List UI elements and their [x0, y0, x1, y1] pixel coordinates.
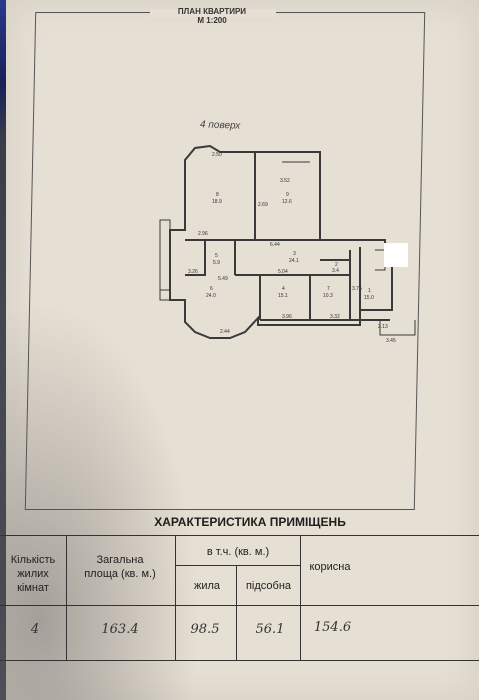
- dimension: 3.96: [282, 314, 292, 320]
- header-including: в т.ч. (кв. м.): [206, 546, 270, 558]
- value-living: 98.5: [190, 622, 220, 637]
- plan-room-wall: [255, 151, 321, 240]
- room-area: 24.0: [206, 293, 216, 299]
- header-useful: корисна: [309, 561, 351, 573]
- dimension: 2.50: [212, 152, 222, 158]
- white-patch: [384, 243, 408, 267]
- dimension: 2.69: [258, 202, 268, 208]
- value-auxiliary: 56.1: [255, 622, 285, 637]
- room-number: 2: [335, 262, 338, 268]
- value-total-area: 163.4: [101, 622, 139, 637]
- room-number: 8: [216, 192, 219, 198]
- room-number: 5: [215, 253, 218, 259]
- header-total-area: Загальна площа (кв. м.): [84, 554, 156, 580]
- document-sheet: [6, 0, 479, 700]
- room-number: 6: [210, 286, 213, 292]
- header-rooms: Кількість жилих кімнат: [10, 554, 56, 594]
- room-number: 7: [327, 286, 330, 292]
- value-useful: 154.6: [313, 620, 352, 635]
- plan-title: ПЛАН КВАРТИРИ: [177, 7, 247, 16]
- dimension: 3.45: [386, 338, 396, 344]
- plan-room-wall: [185, 240, 206, 276]
- room-area: 3.4: [332, 268, 339, 274]
- room-number: 1: [368, 288, 371, 294]
- room-number: 3: [293, 251, 296, 257]
- room-area: 5.9: [213, 260, 220, 266]
- characteristics-table: ХАРАКТЕРИСТИКА ПРИМІЩЕНЬ Кількість жилих…: [0, 505, 479, 700]
- room-area: 24.1: [289, 258, 299, 264]
- room-number: 9: [286, 192, 289, 198]
- value-rooms: 4: [30, 622, 40, 637]
- header-auxiliary: підсобна: [245, 580, 292, 592]
- dimension: 5.04: [278, 269, 288, 275]
- dimension: 2.13: [378, 324, 388, 330]
- photo-shadow: [0, 300, 200, 700]
- dimension: 2.96: [198, 231, 208, 237]
- room-area: 15.1: [278, 293, 288, 299]
- floor-label: 4 поверх: [199, 119, 241, 132]
- dimension: 5.49: [218, 276, 228, 282]
- room-area: 18.9: [212, 199, 222, 205]
- plan-balcony: [159, 219, 171, 301]
- dimension: 3.52: [280, 178, 290, 184]
- plan-outer-wall: [169, 144, 393, 339]
- floor-plan-drawing: 8 18.9 9 12.6 5 5.9 3 24.1 6 24.0 4 15.1…: [159, 144, 416, 344]
- room-area: 10.3: [323, 293, 333, 299]
- dimension: 2.44: [220, 329, 230, 335]
- room-number: 4: [282, 286, 285, 292]
- header-living: жила: [193, 580, 221, 592]
- dimension: 3.75: [352, 286, 362, 292]
- dimension: 6.44: [270, 242, 280, 248]
- plan-scale: М 1:200: [197, 16, 227, 25]
- table-title: ХАРАКТЕРИСТИКА ПРИМІЩЕНЬ: [154, 515, 346, 529]
- room-area: 15.0: [364, 295, 374, 301]
- dimension: 3.26: [188, 269, 198, 275]
- plan-window: [379, 320, 416, 336]
- room-area: 12.6: [282, 199, 292, 205]
- dimension: 3.32: [330, 314, 340, 320]
